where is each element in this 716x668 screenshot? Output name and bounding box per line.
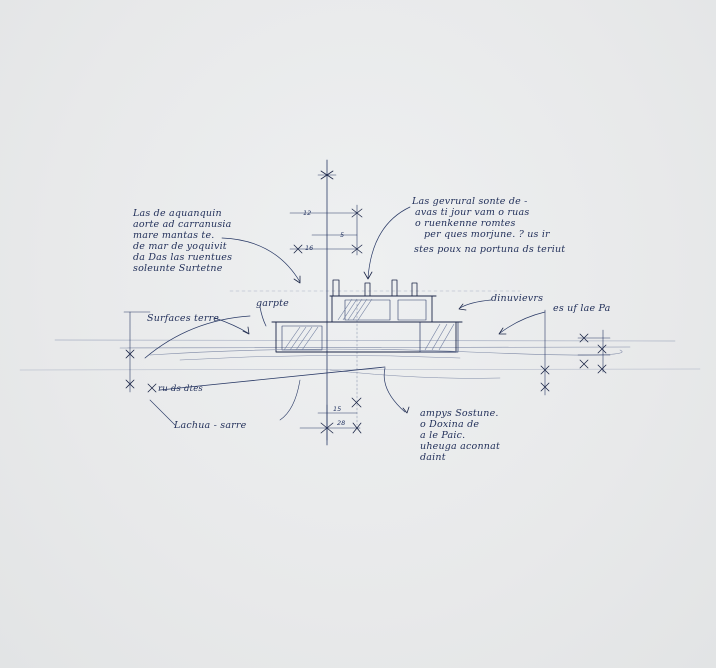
top-dimension-ladder — [289, 170, 363, 256]
dim-label-top-2: 5 — [340, 231, 345, 239]
note-top-right: Las gevrural sonte de - avas ti jour vam… — [412, 196, 566, 255]
note-left-low: ru ds dtes — [158, 384, 203, 394]
note-bottom-center: ampys Sostune. o Doxina de a le Paic. uh… — [420, 408, 500, 463]
dim-label-bottom-1: 15 — [333, 405, 342, 413]
dim-label-bottom-2: 28 — [337, 419, 346, 427]
building-section — [149, 279, 623, 379]
note-bottom-left: Lachua - sarre — [174, 420, 247, 431]
ground-line — [119, 346, 631, 349]
dim-label-top-1: 12 — [303, 209, 312, 217]
horizon-line — [54, 339, 676, 342]
right-dimension — [540, 309, 611, 396]
bottom-dimension-ladder — [299, 397, 362, 446]
note-far-right: es uf lae Pa — [553, 303, 611, 314]
note-left-upper-center: garpte — [256, 298, 290, 309]
left-dimension — [123, 311, 157, 393]
note-top-left: Las de aquanquin aorte ad carranusia mar… — [133, 208, 233, 274]
leader-arrows — [144, 206, 546, 426]
note-right-mid: dinuvievrs — [491, 293, 544, 304]
note-left-mid: Surfaces terre — [147, 313, 220, 324]
dim-label-top-3: 16 — [305, 244, 314, 252]
